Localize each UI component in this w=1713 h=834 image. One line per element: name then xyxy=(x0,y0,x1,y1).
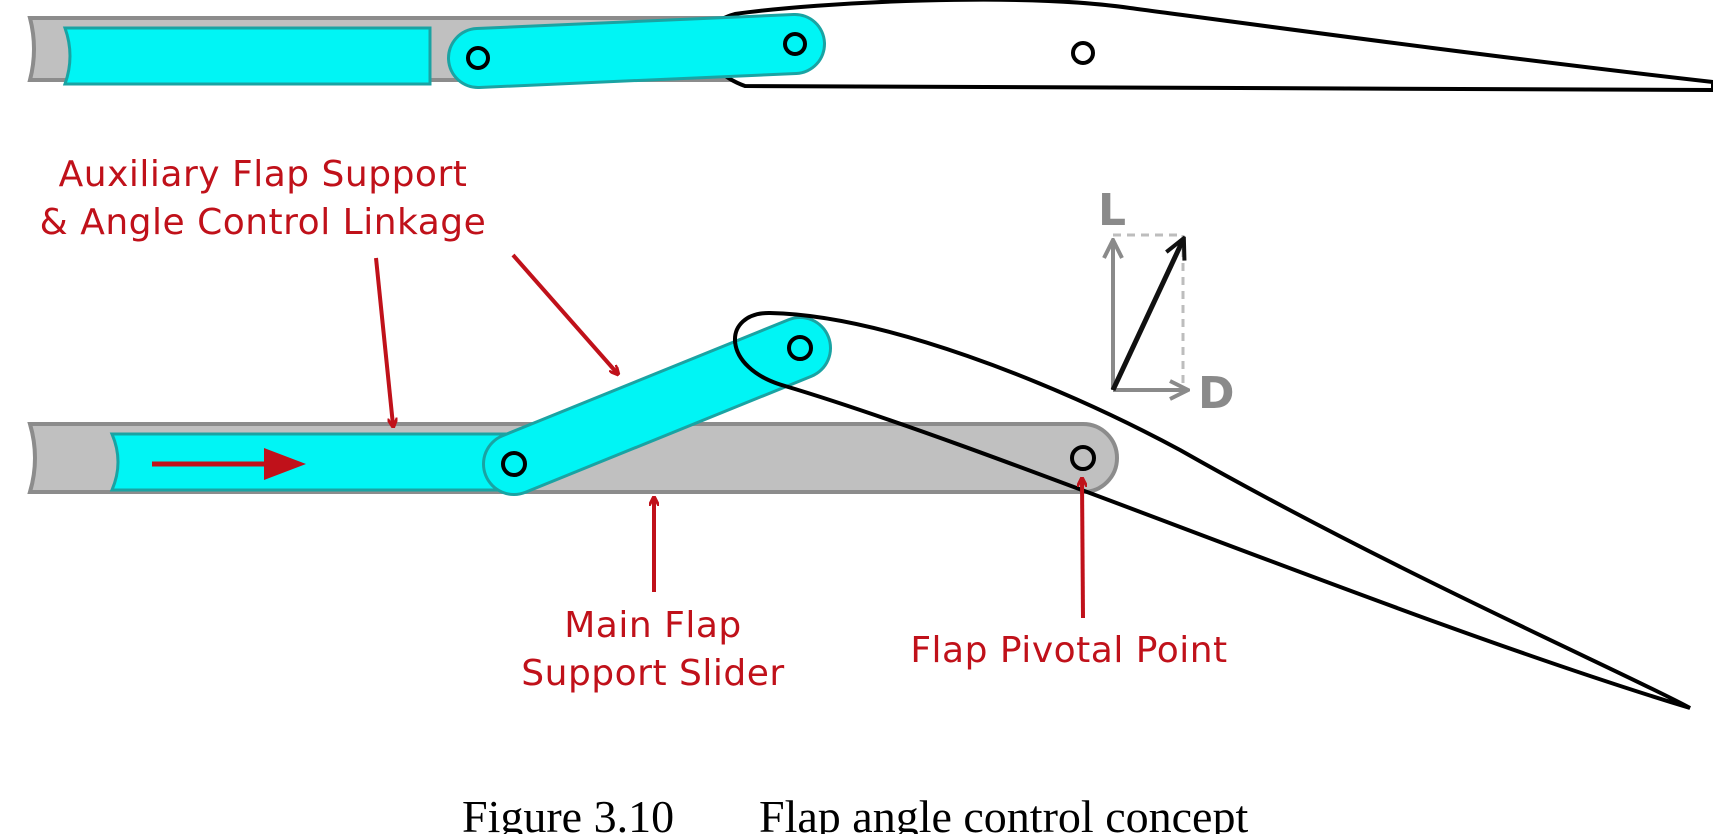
pushrod-retracted xyxy=(62,26,432,86)
pivot-pin-icon xyxy=(466,46,490,70)
aux-linkage-label-line1: Auxiliary Flap Support xyxy=(59,154,468,195)
pivot-pin-icon xyxy=(501,451,527,477)
annotations: Auxiliary Flap Support & Angle Control L… xyxy=(40,154,1227,694)
pivot-pin-icon xyxy=(1071,41,1095,65)
resultant-vector-arrow xyxy=(1110,240,1183,392)
figure-title: Flap angle control concept xyxy=(759,791,1248,834)
pivot-pin-icon xyxy=(783,32,807,56)
force-vectors: L D xyxy=(1098,185,1235,419)
pivot-pin-icon xyxy=(1070,445,1096,471)
main-slider-label-line1: Main Flap xyxy=(564,605,742,646)
figure-caption: Figure 3.10 Flap angle control concept xyxy=(462,791,1248,834)
pushrod-deployed xyxy=(109,432,512,492)
pivot-pointer-arrow xyxy=(1082,480,1083,619)
deployed-mechanism xyxy=(27,310,1691,710)
pivot-point-label: Flap Pivotal Point xyxy=(910,630,1227,671)
linkage-arm-retracted xyxy=(447,13,826,89)
flap-airfoil-deployed xyxy=(733,310,1691,710)
flap-airfoil-retracted xyxy=(703,0,1713,93)
direction-arrowhead-icon xyxy=(264,448,306,480)
aux-pointer-arrow xyxy=(511,253,617,373)
aux-pointer-arrow xyxy=(374,257,393,425)
drag-label: D xyxy=(1198,368,1235,419)
linkage-arm-deployed xyxy=(482,316,832,496)
main-slider-label-line2: Support Slider xyxy=(521,653,784,694)
pivot-pin-icon xyxy=(787,335,813,361)
figure-number: Figure 3.10 xyxy=(462,791,674,834)
retracted-mechanism xyxy=(27,0,1713,93)
aux-linkage-label-line2: & Angle Control Linkage xyxy=(40,202,487,243)
lift-label: L xyxy=(1098,185,1126,236)
